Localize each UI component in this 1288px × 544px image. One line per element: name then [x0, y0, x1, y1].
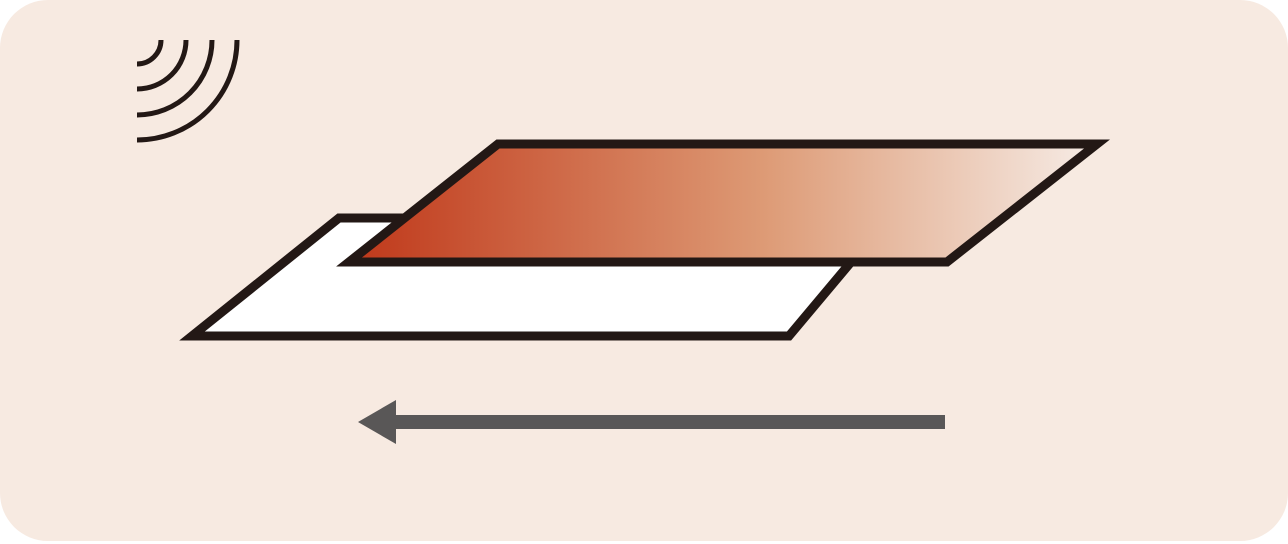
signal-arc-4 — [136, 39, 240, 143]
signal-arc-3 — [136, 39, 215, 118]
arrow-head — [358, 400, 396, 444]
signal-arc-1 — [136, 39, 164, 67]
sliding-sheet — [336, 139, 1110, 267]
arrow-shaft — [392, 415, 945, 429]
signal-arc-2 — [136, 39, 189, 92]
wireless-signal-icon — [136, 39, 240, 143]
arrow-left-icon — [358, 400, 945, 444]
